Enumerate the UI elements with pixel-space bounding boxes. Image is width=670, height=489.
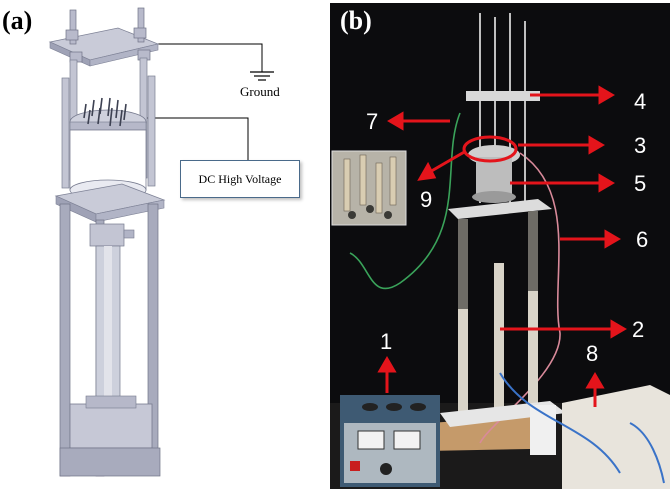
callout-5: 5 xyxy=(634,171,647,196)
drive-shaft xyxy=(89,223,125,247)
base-block xyxy=(69,403,153,449)
callout-1: 1 xyxy=(380,329,393,354)
needle-array xyxy=(83,97,127,127)
top-plate-photo xyxy=(466,91,540,101)
schematic-apparatus-drawing xyxy=(48,7,274,477)
callout-4: 4 xyxy=(634,89,647,114)
panel-b-label: (b) xyxy=(340,6,372,35)
photo-legs xyxy=(458,211,538,419)
ground-wire xyxy=(152,43,263,72)
dc-high-voltage-box: DC High Voltage xyxy=(180,160,300,198)
panel-a-label: (a) xyxy=(2,6,33,35)
highlight-circle xyxy=(462,135,518,163)
apparatus-photo: 4 7 3 5 9 6 2 1 8 xyxy=(330,3,670,489)
callout-3: 3 xyxy=(634,133,647,158)
callout-8: 8 xyxy=(586,341,599,366)
hv-wire xyxy=(132,117,249,160)
arrow-icon xyxy=(377,85,627,407)
ground-symbol-icon xyxy=(250,71,274,81)
callout-2: 2 xyxy=(632,317,645,342)
photo-illustration xyxy=(330,13,670,489)
callout-7: 7 xyxy=(366,109,379,134)
control-box xyxy=(562,385,670,489)
callout-6: 6 xyxy=(636,227,649,252)
ground-label: Ground xyxy=(240,84,280,99)
dc-high-voltage-label: DC High Voltage xyxy=(198,171,282,186)
green-wire xyxy=(349,112,461,290)
callout-9: 9 xyxy=(420,187,433,212)
